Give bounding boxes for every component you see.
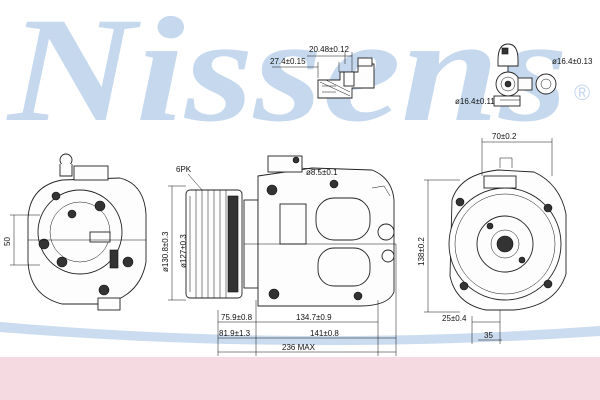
dim-8-5: ø8.5±0.1 — [306, 168, 338, 177]
dim-25: 25±0.4 — [442, 314, 467, 323]
dim-130-8: ø130.8±0.3 — [161, 231, 170, 272]
fitting-detail — [272, 52, 375, 99]
watermark-swoosh — [0, 322, 600, 346]
dim-16-4-right: ø16.4±0.13 — [552, 57, 593, 66]
dim-141: 141±0.8 — [310, 329, 339, 338]
compressor-side-view — [168, 155, 397, 356]
watermark-logo: Nissens — [6, 0, 568, 153]
footer-band — [0, 357, 600, 400]
dim-16-4-left: ø16.4±0.11 — [455, 97, 495, 106]
dim-134-7: 134.7±0.9 — [296, 313, 332, 322]
compressor-front-view — [424, 138, 567, 344]
dim-75-9: 75.9±0.8 — [221, 313, 253, 322]
registered-mark: ® — [574, 80, 590, 105]
dim-20-48: 20.48±0.12 — [309, 45, 350, 54]
dim-127: ø127±0.3 — [179, 234, 188, 268]
dim-70: 70±0.2 — [492, 132, 517, 141]
label-6pk: 6PK — [176, 165, 192, 174]
dim-50: 50 — [3, 237, 12, 246]
dim-236: 236 MAX — [282, 343, 316, 352]
compressor-rear-view — [10, 153, 147, 311]
dim-81-9: 81.9±1.3 — [219, 329, 251, 338]
port-detail — [493, 43, 557, 107]
dim-35: 35 — [484, 331, 493, 340]
dim-138: 138±0.2 — [417, 237, 426, 266]
dim-27-4: 27.4±0.15 — [270, 57, 306, 66]
